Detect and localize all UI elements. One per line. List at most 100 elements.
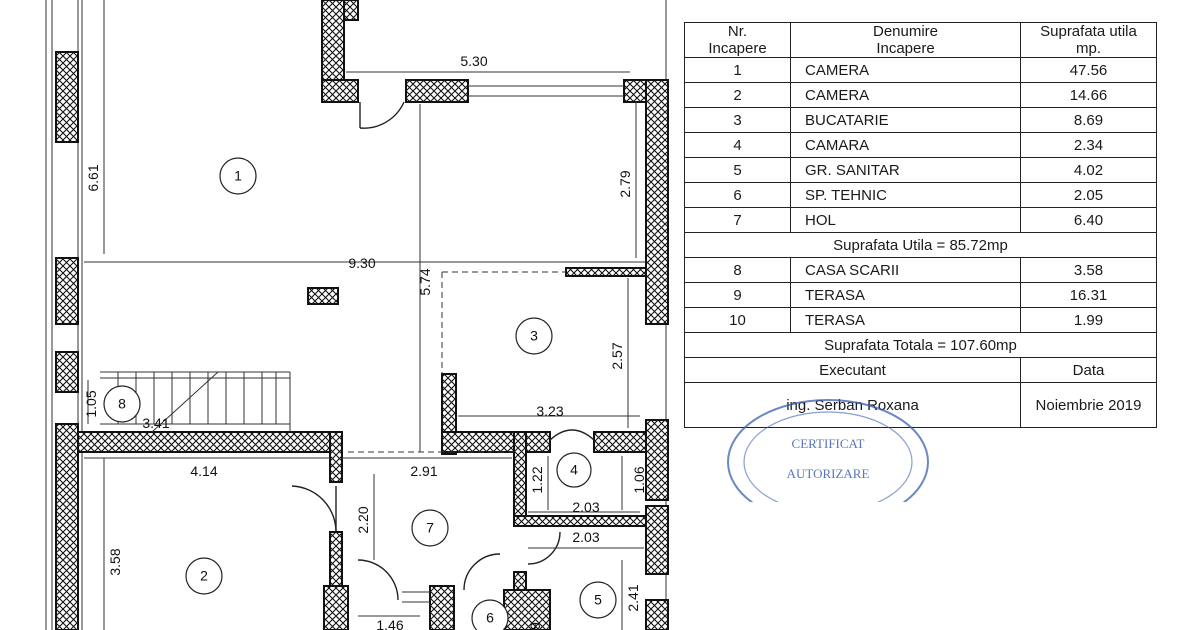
dimension-label: 2.79: [617, 170, 633, 197]
dimension-label: 6.61: [85, 164, 101, 191]
wall-segment: [645, 505, 669, 575]
dimension-label: 4.14: [190, 463, 217, 479]
dimension-label: 1.46: [376, 617, 403, 630]
wall-segment: [55, 51, 79, 143]
table-row: 7 HOL 6.40: [684, 207, 1157, 233]
dimension-label: 9: [527, 622, 543, 630]
table-row: 10 TERASA 1.99: [684, 307, 1157, 333]
room-name: GR. SANITAR: [790, 157, 1021, 183]
dimension-label: 1.22: [529, 466, 545, 493]
dimension-label: 3.58: [107, 548, 123, 575]
room-area: 2.05: [1020, 182, 1157, 208]
staircase: [100, 371, 291, 433]
grand-total-row: Suprafata Totala = 107.60mp: [684, 332, 1157, 358]
column: [307, 287, 339, 305]
room-nr: 3: [684, 107, 791, 133]
room-number: 2: [200, 568, 208, 584]
table-row: 9 TERASA 16.31: [684, 282, 1157, 308]
room-area: 6.40: [1020, 207, 1157, 233]
table-row: 2 CAMERA 14.66: [684, 82, 1157, 108]
dimension-label: 1.05: [83, 390, 99, 417]
wall-segment: [55, 351, 79, 393]
room-area: 2.34: [1020, 132, 1157, 158]
room-name: BUCATARIE: [790, 107, 1021, 133]
wall-segment: [565, 267, 647, 277]
wall-segment: [645, 599, 669, 630]
wall-segment: [513, 431, 527, 525]
useful-total-row: Suprafata Utila = 85.72mp: [684, 232, 1157, 258]
dimension-label: 2.20: [355, 506, 371, 533]
room-nr: 7: [684, 207, 791, 233]
dimension-label: 2.57: [609, 342, 625, 369]
room-name: HOL: [790, 207, 1021, 233]
room-area: 3.58: [1020, 257, 1157, 283]
dimension-label: 1.06: [631, 466, 647, 493]
room-nr: 6: [684, 182, 791, 208]
signature-header-row: Executant Data: [684, 357, 1157, 383]
room-number: 6: [486, 610, 494, 626]
wall-segment: [321, 79, 359, 103]
dimension-label: 2.03: [572, 529, 599, 545]
executant-label: Executant: [684, 357, 1021, 383]
room-area: 4.02: [1020, 157, 1157, 183]
wall-segment: [645, 419, 669, 501]
wall-segment: [323, 585, 349, 630]
dimension-label: 3.23: [536, 403, 563, 419]
date-label: Data: [1020, 357, 1157, 383]
wall-segment: [429, 585, 455, 630]
room-nr: 9: [684, 282, 791, 308]
wall-segment: [441, 431, 551, 453]
room-nr: 10: [684, 307, 791, 333]
dimension-label: 2.91: [410, 463, 437, 479]
signature-row: ing. Serban Roxana Noiembrie 2019: [684, 382, 1157, 428]
room-number: 3: [530, 328, 538, 344]
room-nr: 2: [684, 82, 791, 108]
table-row: 4 CAMARA 2.34: [684, 132, 1157, 158]
room-area: 8.69: [1020, 107, 1157, 133]
room-number: 4: [570, 462, 578, 478]
room-number: 5: [594, 592, 602, 608]
room-name: TERASA: [790, 307, 1021, 333]
wall-segment: [405, 79, 469, 103]
room-nr: 1: [684, 57, 791, 83]
dimension-label: 2.41: [625, 584, 641, 611]
wall-segment: [55, 423, 79, 630]
room-nr: 8: [684, 257, 791, 283]
room-nr: 5: [684, 157, 791, 183]
wall-segment: [593, 431, 647, 453]
executant-name: ing. Serban Roxana: [684, 382, 1021, 428]
room-name: SP. TEHNIC: [790, 182, 1021, 208]
table-row: 3 BUCATARIE 8.69: [684, 107, 1157, 133]
table-row: 6 SP. TEHNIC 2.05: [684, 182, 1157, 208]
header-nr: Nr.Incapere: [684, 22, 791, 58]
date-value: Noiembrie 2019: [1020, 382, 1157, 428]
room-name: CAMERA: [790, 57, 1021, 83]
room-area: 1.99: [1020, 307, 1157, 333]
wall-segment: [503, 589, 551, 630]
room-name: CASA SCARII: [790, 257, 1021, 283]
useful-total: Suprafata Utila = 85.72mp: [684, 232, 1157, 258]
dimension-label: 5.30: [460, 53, 487, 69]
dimension-label: 2.03: [572, 499, 599, 515]
room-area: 16.31: [1020, 282, 1157, 308]
wall-segment: [329, 531, 343, 587]
wall-segment: [329, 431, 343, 483]
room-name: TERASA: [790, 282, 1021, 308]
room-number: 7: [426, 520, 434, 536]
table-row: 8 CASA SCARII 3.58: [684, 257, 1157, 283]
wall-segment: [513, 515, 647, 527]
room-name: CAMERA: [790, 82, 1021, 108]
dimension-label: 3.41: [142, 415, 169, 431]
room-number: 8: [118, 396, 126, 412]
room-nr: 4: [684, 132, 791, 158]
room-area: 14.66: [1020, 82, 1157, 108]
grand-total: Suprafata Totala = 107.60mp: [684, 332, 1157, 358]
room-number: 1: [234, 168, 242, 184]
wall-segment: [77, 431, 339, 453]
room-name: CAMARA: [790, 132, 1021, 158]
wall-segment: [55, 257, 79, 325]
